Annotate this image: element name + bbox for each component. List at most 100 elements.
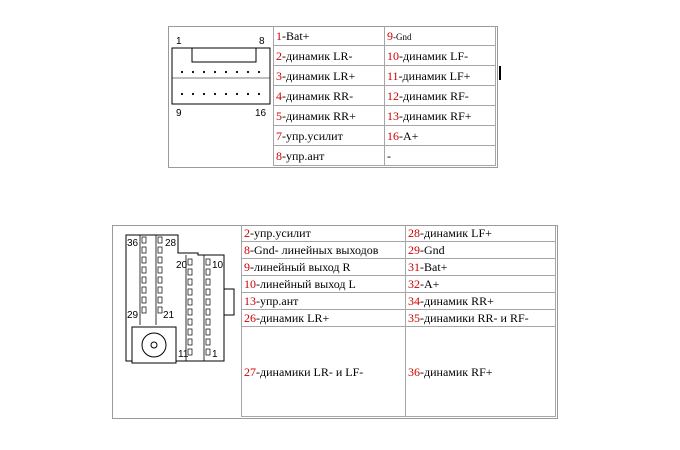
pin-description: -упр.усилит — [282, 128, 343, 143]
pin-number: 35 — [408, 311, 420, 325]
table-cell: 36-динамик RF+ — [406, 327, 556, 417]
pin-number: 5 — [276, 108, 282, 123]
pin-description: -динамик RF- — [399, 88, 469, 103]
pin-number: 7 — [276, 128, 282, 143]
pin-description: -Gnd — [420, 243, 445, 257]
table-cell: 34-динамик RR+ — [406, 293, 556, 310]
connector2-table — [112, 225, 558, 419]
table-cell: 16-A+ — [385, 126, 496, 146]
table-cell: 28-динамик LF+ — [406, 225, 556, 242]
table-cell: 10-динамик LF- — [385, 46, 496, 66]
pin-description: -линейный выход L — [256, 277, 356, 291]
pin-description: -динамик LR- — [282, 48, 353, 63]
table-cell: 11-динамик LF+ — [385, 66, 496, 86]
table-cell: 1-Bat+ — [274, 26, 385, 46]
pin-number: 10 — [387, 48, 399, 63]
table-cell: 31-Bat+ — [406, 259, 556, 276]
table-cell: 9-Gnd — [385, 26, 496, 46]
table-cell: 8-Gnd- линейных выходов — [242, 242, 406, 259]
pin-label: 21 — [163, 310, 175, 321]
connector1-table — [168, 26, 498, 168]
pin-label: 9 — [176, 108, 182, 119]
pin-label: 1 — [212, 349, 218, 360]
pin-description: -упр.ант — [256, 294, 299, 308]
table-cell: 8-упр.ант — [274, 146, 385, 166]
pin-number: 26 — [244, 311, 256, 325]
pin-label: 10 — [212, 260, 224, 271]
table-cell: 29-Gnd — [406, 242, 556, 259]
pin-number: 8 — [276, 148, 282, 163]
connector2-diagram — [125, 234, 235, 364]
pin-number: 34 — [408, 294, 420, 308]
pin-description: -динамик LR+ — [256, 311, 330, 325]
pin-number: 2 — [276, 48, 282, 63]
pin-description: -динамик RR- — [282, 88, 354, 103]
pin-number: 8 — [244, 243, 250, 257]
table-cell: 13-динамик RF+ — [385, 106, 496, 126]
pin-description: -динамик LR+ — [282, 68, 356, 83]
table-cell: 7-упр.усилит — [274, 126, 385, 146]
pin-number: 32 — [408, 277, 420, 291]
table-cell: 27-динамики LR- и LF- — [242, 327, 406, 417]
table-cell: 35-динамики RR- и RF- — [406, 310, 556, 327]
table-cell: 26-динамик LR+ — [242, 310, 406, 327]
pin-number: 11 — [387, 68, 399, 83]
pin-label: 28 — [165, 238, 177, 249]
text-cursor — [499, 66, 501, 80]
pin-description: -линейный выход R — [250, 260, 351, 274]
pin-label: 29 — [127, 310, 139, 321]
pin-number: 10 — [244, 277, 256, 291]
pin-number: 13 — [387, 108, 399, 123]
pin-description: -динамик LF+ — [398, 68, 471, 83]
pin-description: -упр.ант — [282, 148, 325, 163]
connector1-diagram — [171, 47, 271, 105]
pin-description: -A+ — [399, 128, 419, 143]
pin-description: -динамик RF+ — [420, 364, 493, 379]
pin-label: 8 — [259, 36, 265, 47]
table-cell: 13-упр.ант — [242, 293, 406, 310]
pin-label: 1 — [176, 36, 182, 47]
pin-number: 13 — [244, 294, 256, 308]
pin-number: 9 — [244, 260, 250, 274]
pin-number: 2 — [244, 226, 250, 240]
pin-description: -Bat+ — [282, 28, 310, 43]
pin-number: 28 — [408, 226, 420, 240]
pin-label: 11 — [178, 349, 189, 360]
pin-description: -динамики RR- и RF- — [420, 311, 529, 325]
table-cell: 4-динамик RR- — [274, 86, 385, 106]
pin-description: -динамик LF- — [399, 48, 469, 63]
pin-description: -Gnd — [393, 31, 412, 42]
pin-number: 36 — [408, 364, 420, 379]
table-cell: 32-A+ — [406, 276, 556, 293]
pin-number: 16 — [387, 128, 399, 143]
pin-description: -Gnd- линейных выходов — [250, 243, 379, 257]
pin-number: 4 — [276, 88, 282, 103]
pin-number: 3 — [276, 68, 282, 83]
pin-number: 1 — [276, 28, 282, 43]
pin-number: 27 — [244, 364, 256, 379]
table-cell: - — [385, 146, 496, 166]
table-cell: 5-динамик RR+ — [274, 106, 385, 126]
table-cell: 2-упр.усилит — [242, 225, 406, 242]
pin-label: 16 — [255, 108, 267, 119]
pin-description: -динамики LR- и LF- — [256, 364, 364, 379]
pin-number: 31 — [408, 260, 420, 274]
pin-description: -динамик RR+ — [420, 294, 494, 308]
pin-description: -A+ — [420, 277, 440, 291]
pin-description: - — [387, 148, 391, 163]
pin-label: 20 — [176, 260, 188, 271]
pin-number: 29 — [408, 243, 420, 257]
table-cell: 10-линейный выход L — [242, 276, 406, 293]
pin-description: -упр.усилит — [250, 226, 311, 240]
pin-number: 12 — [387, 88, 399, 103]
table-cell: 12-динамик RF- — [385, 86, 496, 106]
pin-description: -Bat+ — [420, 260, 448, 274]
pin-number: 9 — [387, 28, 393, 43]
table-cell: 9-линейный выход R — [242, 259, 406, 276]
pin-description: -динамик RF+ — [399, 108, 472, 123]
table-cell: 3-динамик LR+ — [274, 66, 385, 86]
pin-label: 36 — [127, 238, 139, 249]
pin-description: -динамик RR+ — [282, 108, 356, 123]
pin-description: -динамик LF+ — [420, 226, 492, 240]
table-cell: 2-динамик LR- — [274, 46, 385, 66]
